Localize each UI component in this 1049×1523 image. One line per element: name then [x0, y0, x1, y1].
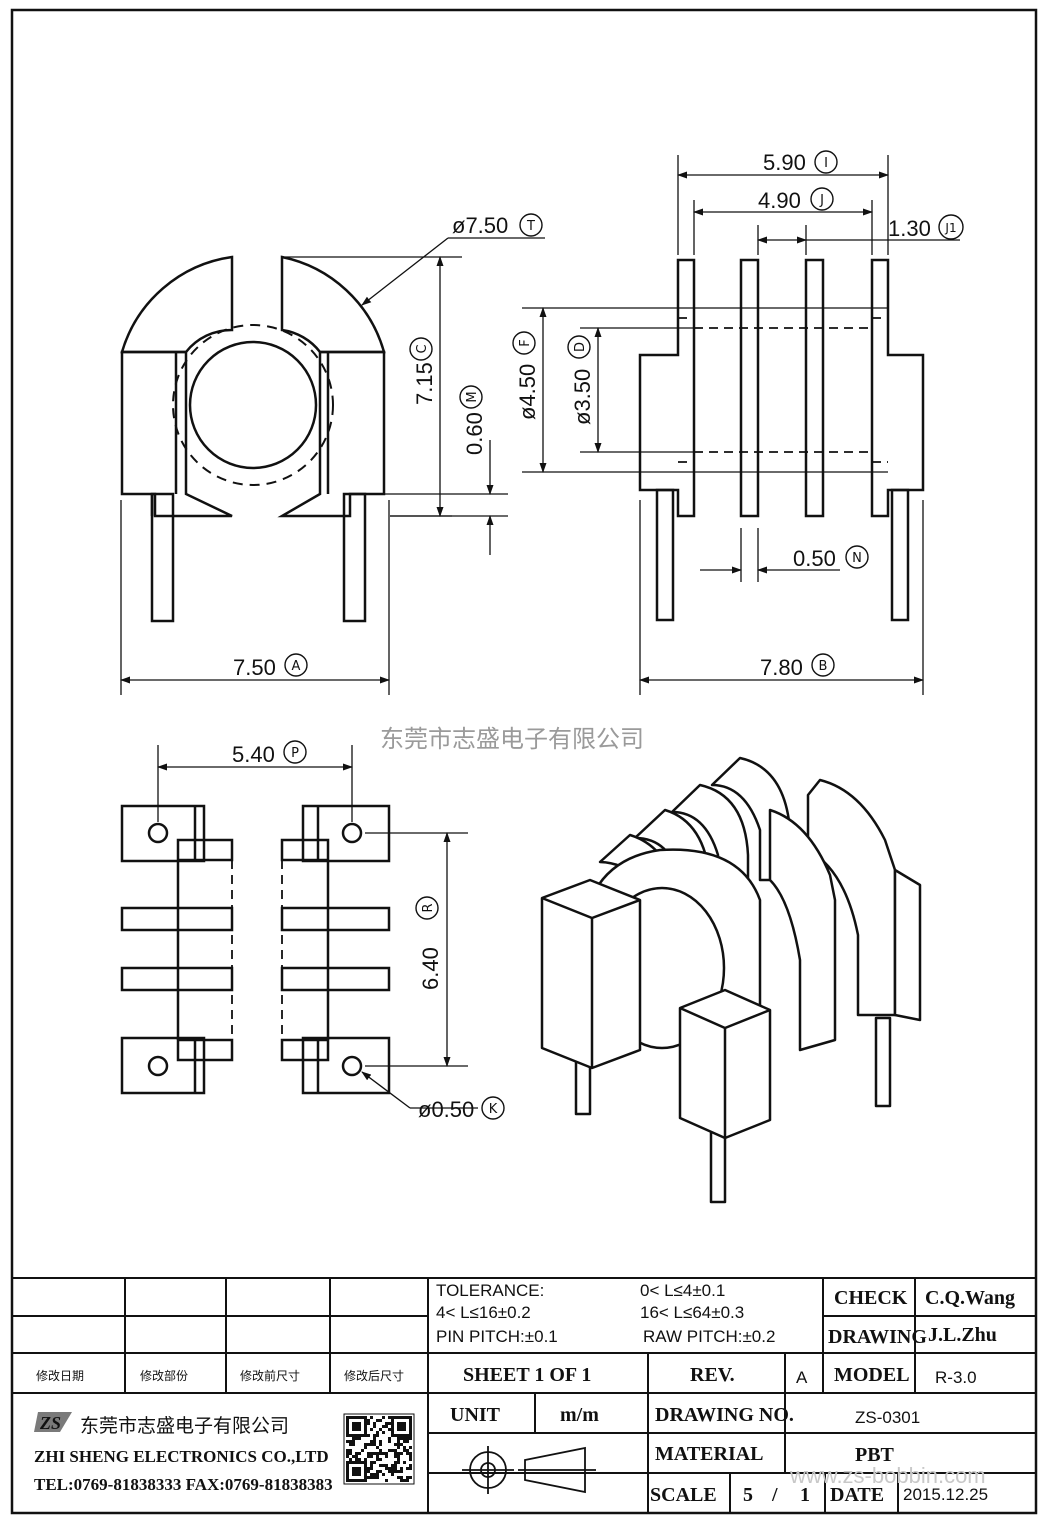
scale-denominator: 1	[800, 1484, 810, 1506]
side-view-dimensions	[522, 155, 960, 695]
material-label: MATERIAL	[655, 1443, 764, 1465]
bottom-view	[120, 804, 391, 1095]
dim-0-50-n: 0.50	[793, 546, 836, 571]
dim-0-60: 0.60	[462, 412, 487, 455]
tag-a: A	[292, 659, 301, 674]
tolerance-range-2: 4< L≤16±0.2	[436, 1303, 531, 1322]
company-logo: ZS	[34, 1412, 72, 1433]
drawing-no-label: DRAWING NO.	[655, 1404, 794, 1426]
side-view-hidden-lines	[678, 317, 888, 463]
drawing-value: J.L.Zhu	[928, 1324, 997, 1346]
scale-numerator: 5	[743, 1484, 753, 1506]
rev-header-after: 修改后尺寸	[344, 1368, 404, 1383]
scale-separator: /	[771, 1484, 778, 1506]
side-view	[638, 258, 925, 622]
svg-text:ZS: ZS	[39, 1413, 61, 1433]
company-name-en: ZHI SHENG ELECTRONICS CO.,LTD	[34, 1447, 329, 1466]
material-value: PBT	[855, 1444, 895, 1466]
watermark-url: www.zs-bobbin.com	[789, 1463, 986, 1488]
unit-value: m/m	[560, 1404, 599, 1426]
scale-label: SCALE	[650, 1484, 717, 1506]
rev-label: REV.	[690, 1364, 735, 1386]
bottom-view-hidden-lines	[231, 860, 283, 1040]
rev-header-date: 修改日期	[36, 1368, 84, 1383]
qr-code	[343, 1413, 415, 1485]
projection-symbol-icon	[462, 1446, 596, 1494]
tolerance-range-3: 16< L≤64±0.3	[640, 1303, 744, 1322]
rev-header-part: 修改部份	[140, 1368, 188, 1383]
sheet-info: SHEET 1 OF 1	[463, 1364, 591, 1386]
tag-k: K	[489, 1102, 498, 1117]
tag-j1: J1	[944, 221, 956, 235]
model-label: MODEL	[834, 1364, 910, 1386]
tag-m: M	[465, 391, 480, 402]
check-label: CHECK	[834, 1287, 908, 1309]
tolerance-range-1: 0< L≤4±0.1	[640, 1281, 725, 1300]
dimension-tag-circles	[283, 150, 964, 1120]
title-block-grid	[12, 1277, 1036, 1513]
company-contact: TEL:0769-81838333 FAX:0769-81838383	[34, 1475, 333, 1494]
tag-b: B	[819, 659, 828, 674]
check-value: C.Q.Wang	[925, 1287, 1015, 1309]
date-label: DATE	[830, 1484, 884, 1506]
dim-7-80: 7.80	[760, 655, 803, 680]
dim-4-50: ø4.50	[515, 364, 540, 420]
tag-r: R	[421, 903, 436, 912]
dim-7-50-t: ø7.50	[452, 213, 508, 238]
title-block-text: TOLERANCE: 0< L≤4±0.1 4< L≤16±0.2 16< L≤…	[34, 1281, 1015, 1506]
company-name-cn: 东莞市志盛电子有限公司	[80, 1415, 289, 1437]
tag-n: N	[852, 551, 862, 566]
model-value: R-3.0	[935, 1368, 977, 1387]
dim-6-40: 6.40	[418, 947, 443, 990]
pin-pitch: PIN PITCH:±0.1	[436, 1327, 558, 1346]
front-view-dimensions	[120, 237, 545, 695]
tag-c: C	[415, 344, 430, 353]
raw-pitch: RAW PITCH:±0.2	[643, 1327, 775, 1346]
page-frame	[10, 8, 1038, 1515]
dimension-labels: 5.90 4.90 1.30 ø7.50 7.50 7.80 0.50 5.40…	[232, 150, 931, 1122]
bottom-view-dimensions	[157, 745, 478, 1109]
dim-1-30: 1.30	[888, 216, 931, 241]
tag-p: P	[291, 746, 299, 761]
rev-header-before: 修改前尺寸	[240, 1368, 300, 1383]
date-value: 2015.12.25	[903, 1485, 988, 1504]
unit-label: UNIT	[450, 1404, 501, 1426]
dim-0-50-k: ø0.50	[418, 1097, 474, 1122]
dim-4-90: 4.90	[758, 188, 801, 213]
dim-7-15: 7.15	[412, 362, 437, 405]
watermark-company: 东莞市志盛电子有限公司	[380, 725, 644, 753]
drawing-label: DRAWING	[828, 1326, 927, 1348]
tag-i: I	[824, 156, 828, 171]
tolerance-label: TOLERANCE:	[436, 1281, 544, 1300]
front-view	[120, 255, 386, 623]
tag-j: J	[819, 193, 824, 208]
dimension-tag-letters: I J J1 T C M F D N A B P R K	[291, 156, 957, 1117]
drawing-no-value: ZS-0301	[855, 1408, 920, 1427]
dim-7-50-a: 7.50	[233, 655, 276, 680]
tag-f: F	[518, 339, 533, 346]
tag-t: T	[526, 219, 535, 234]
dim-3-50: ø3.50	[570, 369, 595, 425]
rev-value: A	[796, 1368, 808, 1387]
dim-5-40: 5.40	[232, 742, 275, 767]
dim-5-90: 5.90	[763, 150, 806, 175]
isometric-view	[540, 756, 922, 1204]
tag-d: D	[573, 342, 588, 352]
